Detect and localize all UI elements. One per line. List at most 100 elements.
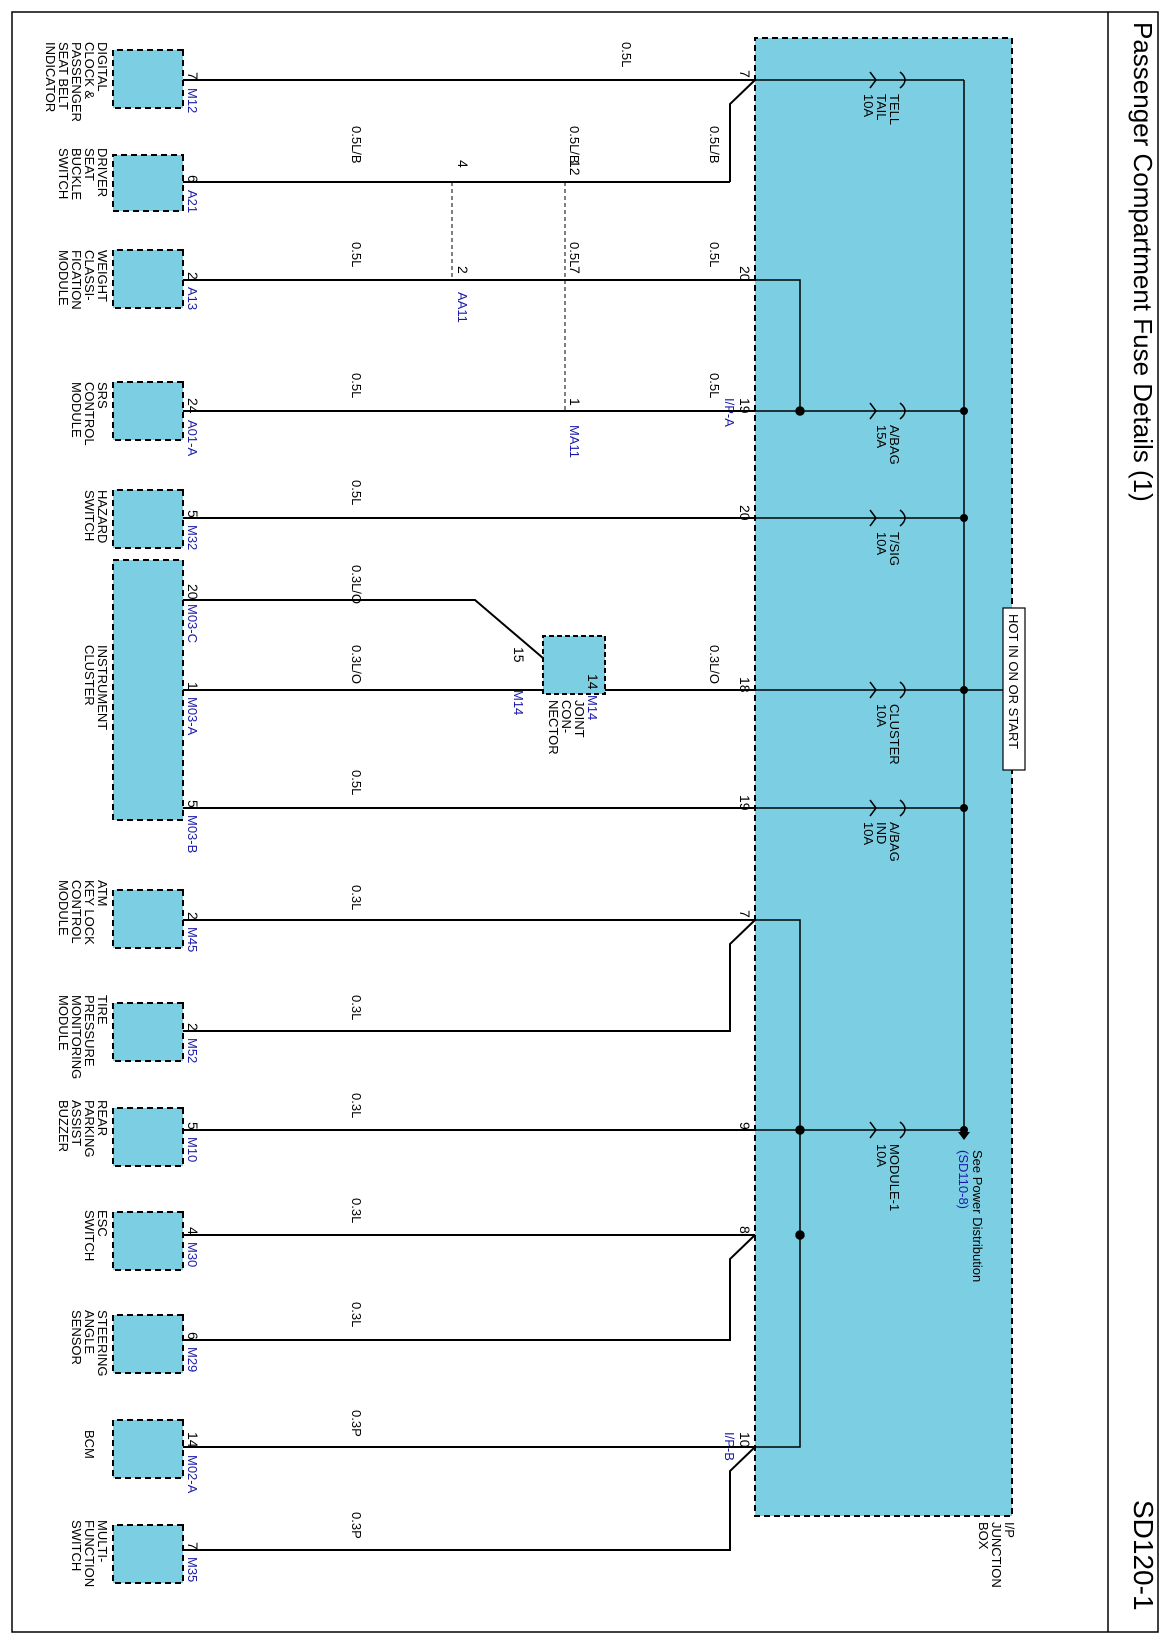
svg-text:1: 1	[185, 682, 201, 690]
component-pins: 7 M12 6 A21 2 A13 24 A01-A 5 M32 20 M03-…	[185, 72, 201, 1582]
page-frame	[11, 11, 1159, 1633]
svg-text:4: 4	[455, 160, 471, 168]
svg-text:MULTI- FUNCTION: MULTI- FUNCTION SWITCH	[69, 1520, 110, 1591]
svg-text:19: 19	[737, 795, 753, 811]
svg-text:0.3P: 0.3P	[349, 1410, 364, 1437]
svg-text:2: 2	[455, 266, 471, 274]
svg-text:14: 14	[185, 1432, 201, 1448]
svg-text:A21: A21	[185, 190, 200, 213]
svg-text:0.5L/B: 0.5L/B	[567, 126, 582, 164]
svg-text:M35: M35	[185, 1557, 200, 1582]
svg-text:M32: M32	[185, 525, 200, 550]
junction-box-label: I/P JUNCTION BOX	[976, 1522, 1017, 1591]
svg-text:0.3P: 0.3P	[349, 1512, 364, 1539]
hot-label: HOT IN ON OR START	[1006, 614, 1021, 749]
svg-text:7: 7	[185, 72, 201, 80]
fuse-module1: MODULE-1 10A	[869, 1121, 906, 1215]
svg-text:0.5L: 0.5L	[349, 242, 364, 267]
svg-text:19: 19	[737, 398, 753, 414]
svg-text:1: 1	[567, 398, 583, 406]
svg-text:0.5L: 0.5L	[567, 242, 582, 267]
fuse-cluster: CLUSTER 10A	[869, 681, 906, 768]
svg-text:0.5L: 0.5L	[619, 42, 634, 67]
inline-connector-links	[451, 182, 566, 411]
svg-text:0.3L/O: 0.3L/O	[349, 565, 364, 604]
svg-text:0.3L/O: 0.3L/O	[707, 645, 722, 684]
svg-text:20: 20	[737, 266, 753, 282]
svg-text:2: 2	[185, 1023, 201, 1031]
svg-text:18: 18	[737, 677, 753, 693]
svg-text:7: 7	[567, 266, 583, 274]
wires	[183, 79, 756, 1551]
svg-text:0.5L: 0.5L	[707, 373, 722, 398]
svg-text:0.5L/B: 0.5L/B	[349, 126, 364, 164]
svg-text:12: 12	[567, 160, 583, 176]
svg-text:6: 6	[185, 175, 201, 183]
svg-text:M52: M52	[185, 1038, 200, 1063]
fuse-abag: A/BAG 15A	[869, 402, 906, 468]
svg-text:SRS CONTROL MO: SRS CONTROL MODULE	[69, 382, 110, 449]
svg-text:DRIVER SEAT BU: DRIVER SEAT BUCKLE SWITCH	[56, 148, 110, 204]
svg-text:0.3L: 0.3L	[349, 1198, 364, 1223]
hot-label-box	[1002, 607, 1026, 771]
svg-text:M45: M45	[185, 927, 200, 952]
svg-text:0.5L: 0.5L	[349, 770, 364, 795]
svg-text:0.3L: 0.3L	[349, 995, 364, 1020]
component-boxes	[112, 49, 184, 1584]
svg-text:5: 5	[185, 1122, 201, 1130]
svg-text:6: 6	[185, 1332, 201, 1340]
svg-text:7: 7	[737, 910, 753, 918]
joint-connector-label: JOINT CON- NECTOR	[546, 700, 587, 755]
joint-connector-ref-out: M14	[585, 695, 600, 720]
svg-text:0.3L: 0.3L	[349, 885, 364, 910]
joint-pin-in: 15	[511, 647, 527, 663]
svg-text:5: 5	[185, 800, 201, 808]
component-names: DIGITAL CLOCK & PASSENGER SEAT BELT INDI…	[43, 42, 110, 1591]
svg-text:TIRE PRESSURE: TIRE PRESSURE MONITORING MODULE	[56, 995, 110, 1083]
junction-box	[754, 37, 1013, 1517]
joint-connector	[542, 635, 606, 695]
svg-text:M03-B: M03-B	[185, 815, 200, 853]
svg-text:2: 2	[185, 912, 201, 920]
svg-text:I/P-A: I/P-A	[722, 398, 737, 427]
svg-text:TELL TAIL 10A: TELL TAIL 10A	[861, 94, 902, 128]
svg-text:0.5L: 0.5L	[349, 373, 364, 398]
svg-text:INSTRUMENT CLUSTER: INSTRUMENT CLUSTER	[82, 645, 110, 734]
svg-text:9: 9	[737, 1122, 753, 1130]
svg-text:M30: M30	[185, 1242, 200, 1267]
joint-pin-out: 14	[585, 674, 601, 690]
svg-text:WEIGHT CLASSI-: WEIGHT CLASSI- FICATION MODULE	[56, 250, 110, 313]
fuse-label: TELL	[887, 94, 902, 125]
svg-text:A01-A: A01-A	[185, 420, 200, 456]
svg-text:0.3L/O: 0.3L/O	[349, 645, 364, 684]
svg-text:0.5L: 0.5L	[707, 242, 722, 267]
rotated-content: Passenger Compartment Fuse Details (1) S…	[43, 22, 1159, 1611]
svg-text:10: 10	[737, 1432, 753, 1448]
svg-text:REAR PARKING A: REAR PARKING ASSIST BUZZER	[56, 1100, 110, 1161]
page-title: Passenger Compartment Fuse Details (1)	[1128, 22, 1158, 502]
svg-text:7: 7	[737, 70, 753, 78]
svg-text:HAZARD SWITCH: HAZARD SWITCH	[82, 490, 110, 547]
svg-text:CLUSTER 10A: CLUSTER 10A	[874, 704, 902, 768]
svg-text:STEERING ANGLE: STEERING ANGLE SENSOR	[69, 1310, 110, 1380]
page-code: SD120-1	[1128, 1500, 1159, 1611]
svg-text:7: 7	[185, 1542, 201, 1550]
jb-pins: 7 20 19 I/P-A 20 18 19 7 9 8 10 I/P-B	[722, 70, 753, 1461]
svg-text:20: 20	[737, 505, 753, 521]
svg-text:MODULE-1 10A: MODULE-1 10A	[874, 1144, 902, 1215]
svg-text:0.5L: 0.5L	[349, 480, 364, 505]
see-power-text: See Power Distribution (SD110-8)	[956, 1150, 985, 1286]
svg-text:M12: M12	[185, 88, 200, 113]
svg-text:BCM: BCM	[82, 1430, 97, 1459]
svg-text:ESC SWITCH: ESC SWITCH	[82, 1210, 110, 1261]
svg-text:MA11: MA11	[567, 425, 582, 458]
svg-text:T/SIG 10A: T/SIG 10A	[874, 532, 902, 570]
svg-text:0.3L: 0.3L	[349, 1093, 364, 1118]
svg-text:M02-A: M02-A	[185, 1455, 200, 1494]
svg-text:AA11: AA11	[455, 292, 470, 323]
svg-text:A/BAG 15A: A/BAG 15A	[874, 425, 902, 468]
fuse-drops	[755, 79, 964, 1131]
svg-text:DIGITAL CLOCK &: DIGITAL CLOCK & PASSENGER SEAT BELT INDI…	[43, 42, 110, 126]
see-power-arrow	[958, 1132, 970, 1140]
